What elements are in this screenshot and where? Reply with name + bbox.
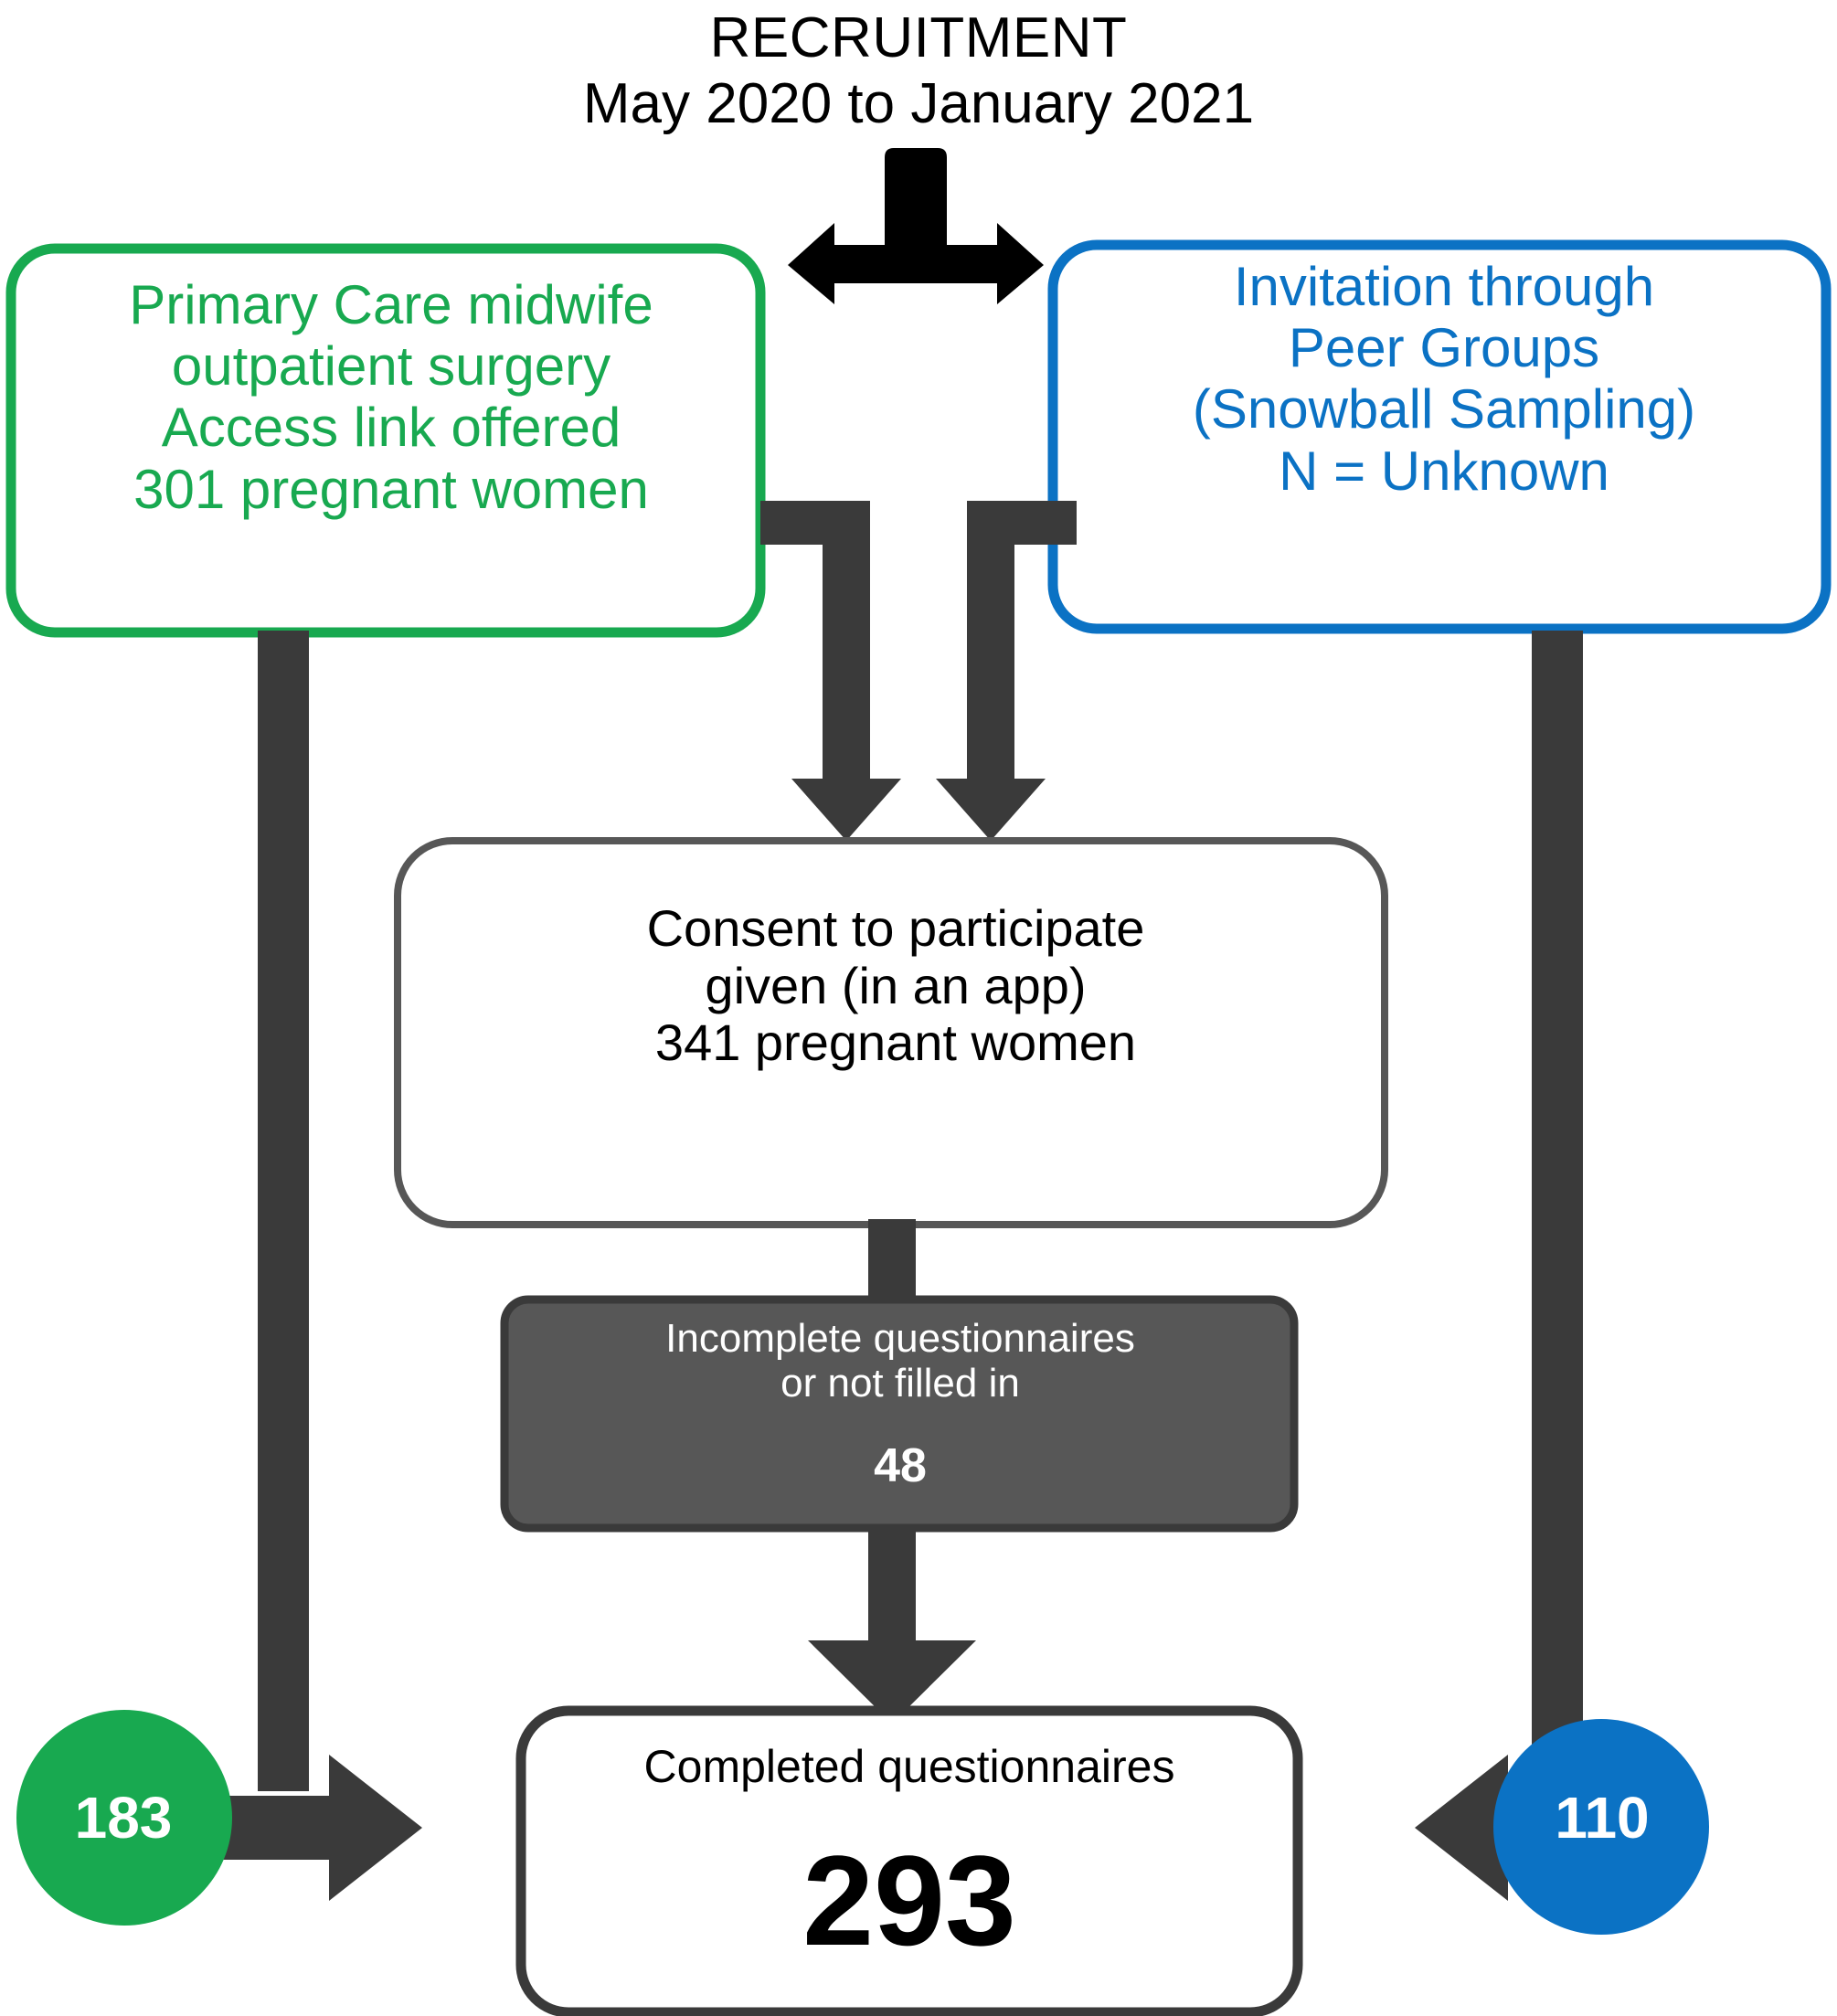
completed-count: 293 [802, 1829, 1016, 1972]
connector-peer-to-consent [936, 501, 1077, 841]
completed-label: Completed questionnaires [643, 1741, 1175, 1792]
exclusion-text: Incomplete questionnaires or not filled … [665, 1316, 1135, 1406]
connector-consent-to-exclusion [868, 1219, 916, 1310]
source-peer-groups-text: Invitation through Peer Groups (Snowball… [1192, 256, 1696, 502]
badge-label-peer-groups: 110 [1555, 1785, 1650, 1851]
connector-primary-to-badge [258, 631, 309, 1791]
page-title: RECRUITMENT [709, 6, 1128, 69]
completed-box[interactable] [515, 1705, 1303, 2016]
source-box-peer-groups[interactable] [1047, 239, 1832, 634]
connector-peer-to-badge [1532, 631, 1583, 1809]
recruitment-period: May 2020 to January 2021 [582, 72, 1255, 135]
source-box-primary-care[interactable] [5, 243, 766, 638]
badge-circle-peer-groups[interactable] [1493, 1719, 1709, 1935]
exclusion-count: 48 [874, 1439, 927, 1492]
source-primary-care-text: Primary Care midwife outpatient surgery … [129, 274, 653, 520]
badge-circle-primary-care[interactable] [16, 1710, 232, 1926]
connector-exclusion-to-completed [808, 1528, 976, 1724]
split-arrow-icon [788, 148, 1044, 304]
arrow-left-badge-to-completed [218, 1755, 422, 1901]
connector-primary-to-consent [760, 501, 901, 841]
consent-text: Consent to participate given (in an app)… [646, 899, 1145, 1072]
badge-label-primary-care: 183 [74, 1785, 173, 1851]
